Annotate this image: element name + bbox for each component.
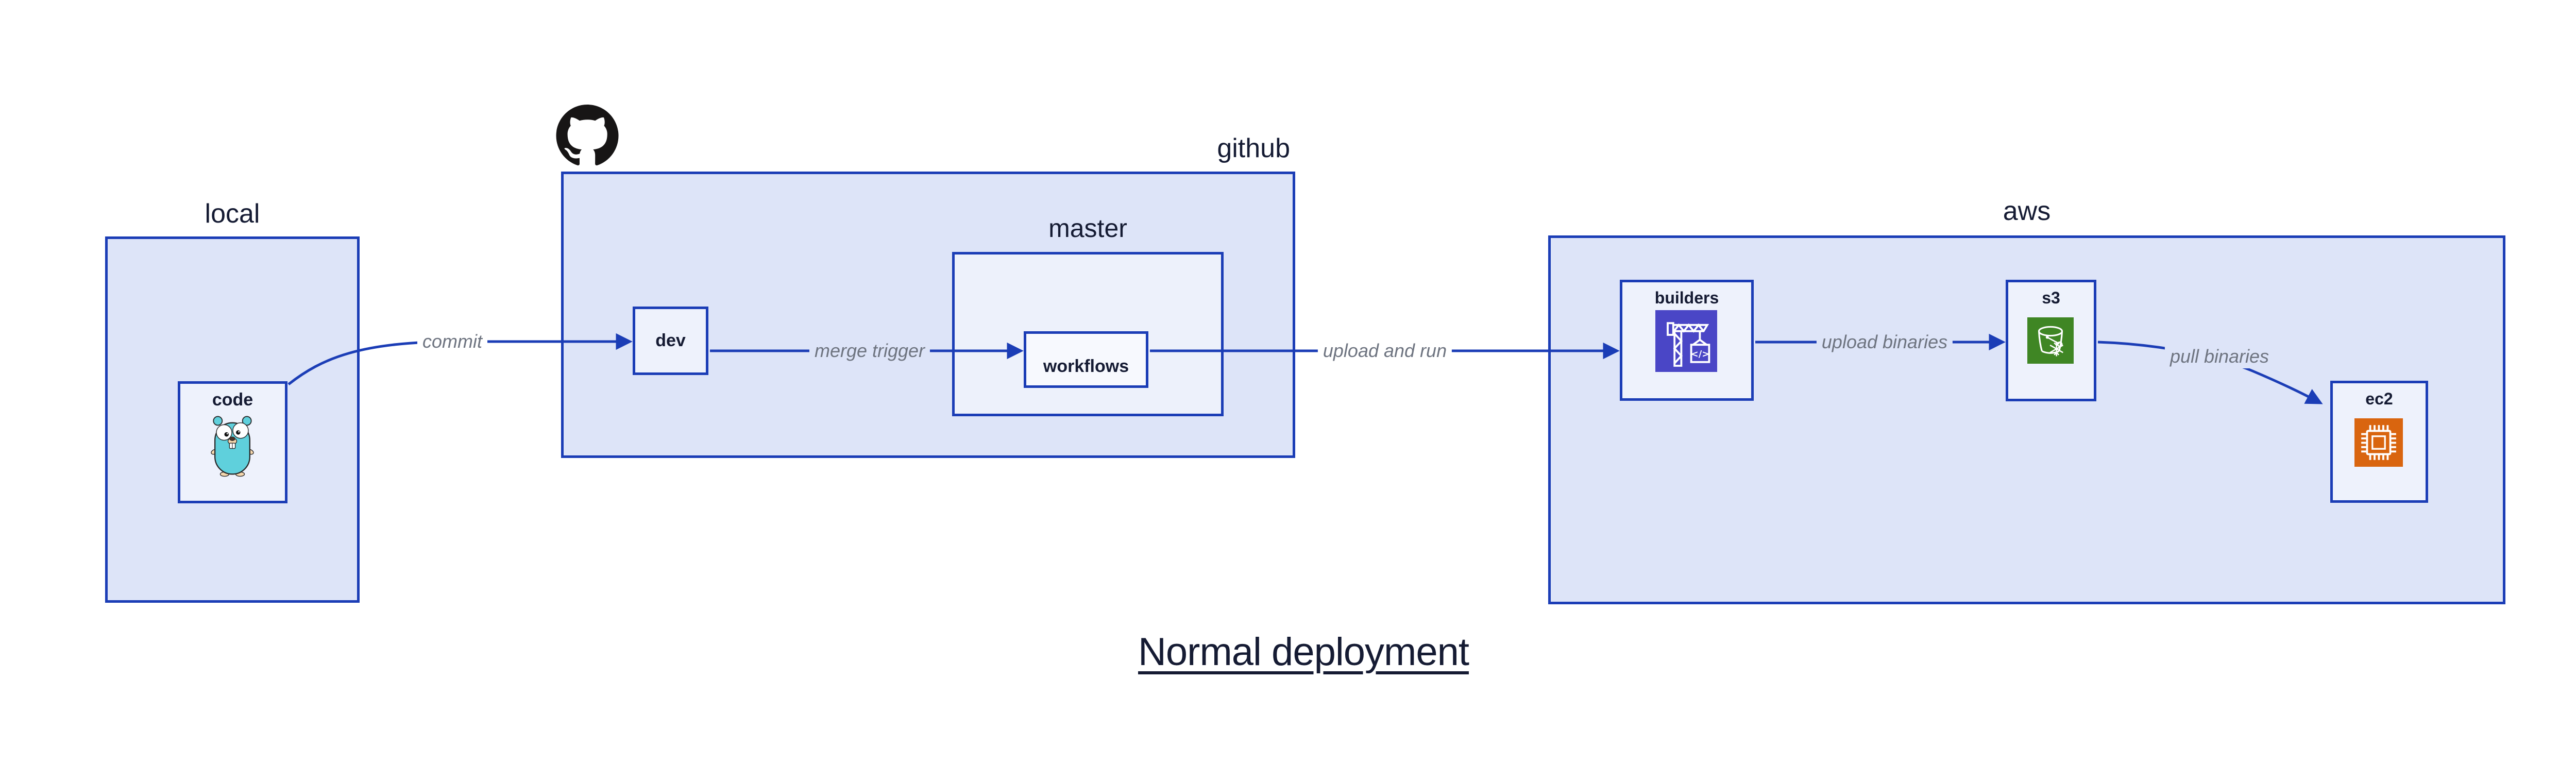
go-gopher-icon: [208, 412, 257, 480]
svg-text:</>: </>: [1691, 349, 1710, 360]
builders-node-label: builders: [1654, 288, 1719, 307]
aws-codebuild-crane-icon: </>: [1655, 310, 1717, 375]
master-branch-label: master: [1048, 214, 1127, 243]
builders-node-box: [1620, 280, 1754, 401]
workflows-node-label: workflows: [1043, 356, 1129, 376]
github-group-label: github: [1217, 133, 1290, 163]
local-group-label: local: [205, 199, 260, 229]
edge-label-upload-and-run: upload and run: [1317, 339, 1452, 363]
edge-label-merge-trigger: merge trigger: [809, 339, 930, 363]
s3-node-label: s3: [2042, 288, 2060, 307]
aws-group-label: aws: [2003, 196, 2051, 226]
dev-node-label: dev: [655, 331, 686, 350]
edge-label-upload-binaries: upload binaries: [1816, 330, 1953, 354]
workflows-node-box: [1024, 331, 1148, 388]
edge-label-commit: commit: [417, 330, 487, 353]
aws-ec2-chip-icon: [2354, 418, 2403, 469]
dev-node-box: [633, 307, 708, 375]
diagram-title: Normal deployment: [1138, 630, 1469, 674]
ec2-node-label: ec2: [2365, 389, 2393, 408]
edge-label-pull-binaries: pull binaries: [2164, 345, 2275, 368]
aws-s3-glacier-bucket-icon: [2027, 317, 2074, 366]
code-node-label: code: [212, 390, 253, 410]
github-octocat-icon: [555, 105, 619, 169]
